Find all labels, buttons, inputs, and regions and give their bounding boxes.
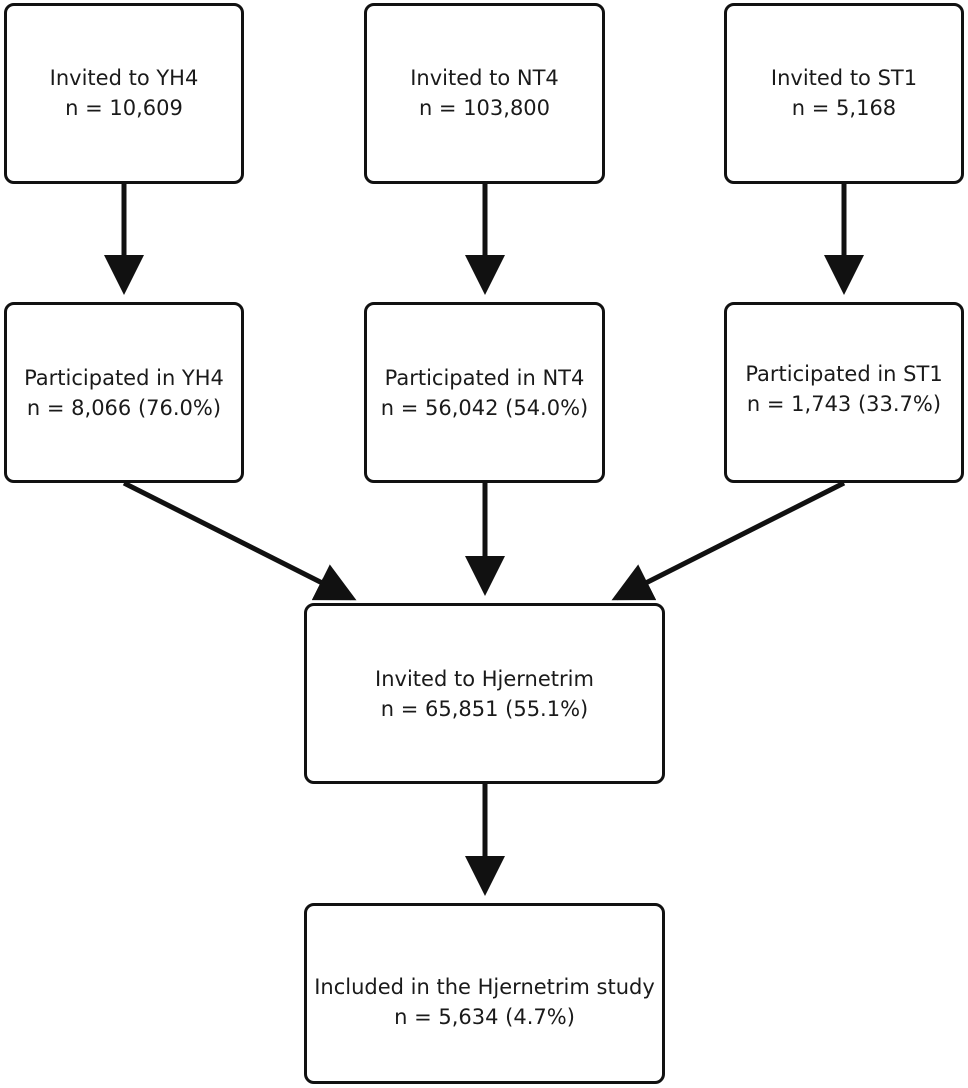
box-participated-st1-title: Participated in ST1 xyxy=(745,361,943,386)
box-participated-nt4-count: n = 56,042 (54.0%) xyxy=(380,395,589,420)
box-invited-nt4-count: n = 103,800 xyxy=(418,95,551,120)
box-invited-yh4-count: n = 10,609 xyxy=(65,95,183,120)
box-included-hjernetrim-title: Included in the Hjernetrim study xyxy=(314,974,655,999)
box-included-hjernetrim-count: n = 5,634 (4.7%) xyxy=(394,1004,575,1029)
box-participated-yh4-title: Participated in YH4 xyxy=(24,365,224,390)
box-invited-st1-title: Invited to ST1 xyxy=(770,65,918,90)
arrow-yh4-participated-to-hjernetrim xyxy=(122,480,357,601)
box-invited-yh4: Invited to YH4 n = 10,609 xyxy=(4,3,244,184)
box-participated-nt4: Participated in NT4 n = 56,042 (54.0%) xyxy=(364,302,605,483)
box-invited-nt4: Invited to NT4 n = 103,800 xyxy=(364,3,605,184)
box-invited-nt4-title: Invited to NT4 xyxy=(410,65,559,90)
box-participated-yh4: Participated in YH4 n = 8,066 (76.0%) xyxy=(4,302,244,483)
box-invited-hjernetrim-title: Invited to Hjernetrim xyxy=(375,666,594,691)
box-invited-st1: Invited to ST1 n = 5,168 xyxy=(724,3,964,184)
box-invited-hjernetrim: Invited to Hjernetrim n = 65,851 (55.1%) xyxy=(304,603,665,784)
box-invited-hjernetrim-count: n = 65,851 (55.1%) xyxy=(380,696,589,721)
box-included-hjernetrim: Included in the Hjernetrim study n = 5,6… xyxy=(304,903,665,1084)
box-participated-st1: Participated in ST1 n = 1,743 (33.7%) xyxy=(724,302,964,483)
arrow-st1-participated-to-hjernetrim xyxy=(611,480,846,601)
box-participated-st1-count: n = 1,743 (33.7%) xyxy=(746,391,942,416)
box-invited-st1-count: n = 5,168 xyxy=(791,95,897,120)
box-participated-yh4-count: n = 8,066 (76.0%) xyxy=(26,395,222,420)
box-participated-nt4-title: Participated in NT4 xyxy=(384,365,585,390)
box-invited-yh4-title: Invited to YH4 xyxy=(49,65,199,90)
